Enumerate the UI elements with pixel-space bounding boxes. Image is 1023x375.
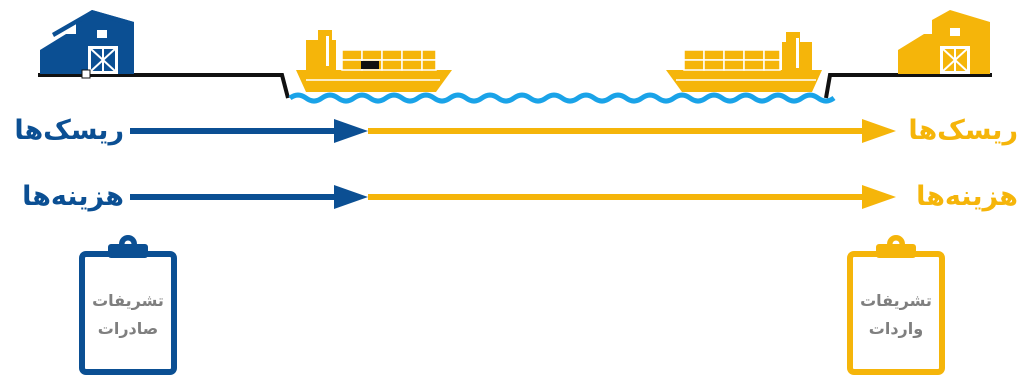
export-clipboard-icon (79, 235, 177, 375)
export-clipboard-line2: صادرات (97, 319, 159, 338)
water-wave (288, 92, 836, 104)
import-clipboard-line1: تشریفات (860, 291, 932, 310)
left-risks-label: ریسک‌ها (14, 115, 124, 146)
right-warehouse-icon (898, 10, 990, 74)
left-costs-label: هزینه‌ها (22, 181, 124, 212)
left-ship-icon (296, 30, 452, 92)
right-risks-label: ریسک‌ها (908, 115, 1018, 146)
import-clipboard-icon (847, 235, 945, 375)
export-clipboard-line1: تشریفات (92, 291, 164, 310)
right-shore-line (824, 73, 992, 99)
costs-export-arrowhead (334, 185, 368, 209)
costs-import-arrowhead (862, 185, 896, 209)
left-shore-line (38, 73, 290, 99)
left-warehouse-icon (40, 10, 134, 74)
right-ship-icon (666, 32, 822, 92)
import-clipboard-line2: واردات (868, 319, 924, 338)
right-costs-label: هزینه‌ها (916, 181, 1018, 212)
risks-export-arrowhead (334, 119, 368, 143)
small-marker-icon (81, 69, 91, 79)
risks-import-arrowhead (862, 119, 896, 143)
